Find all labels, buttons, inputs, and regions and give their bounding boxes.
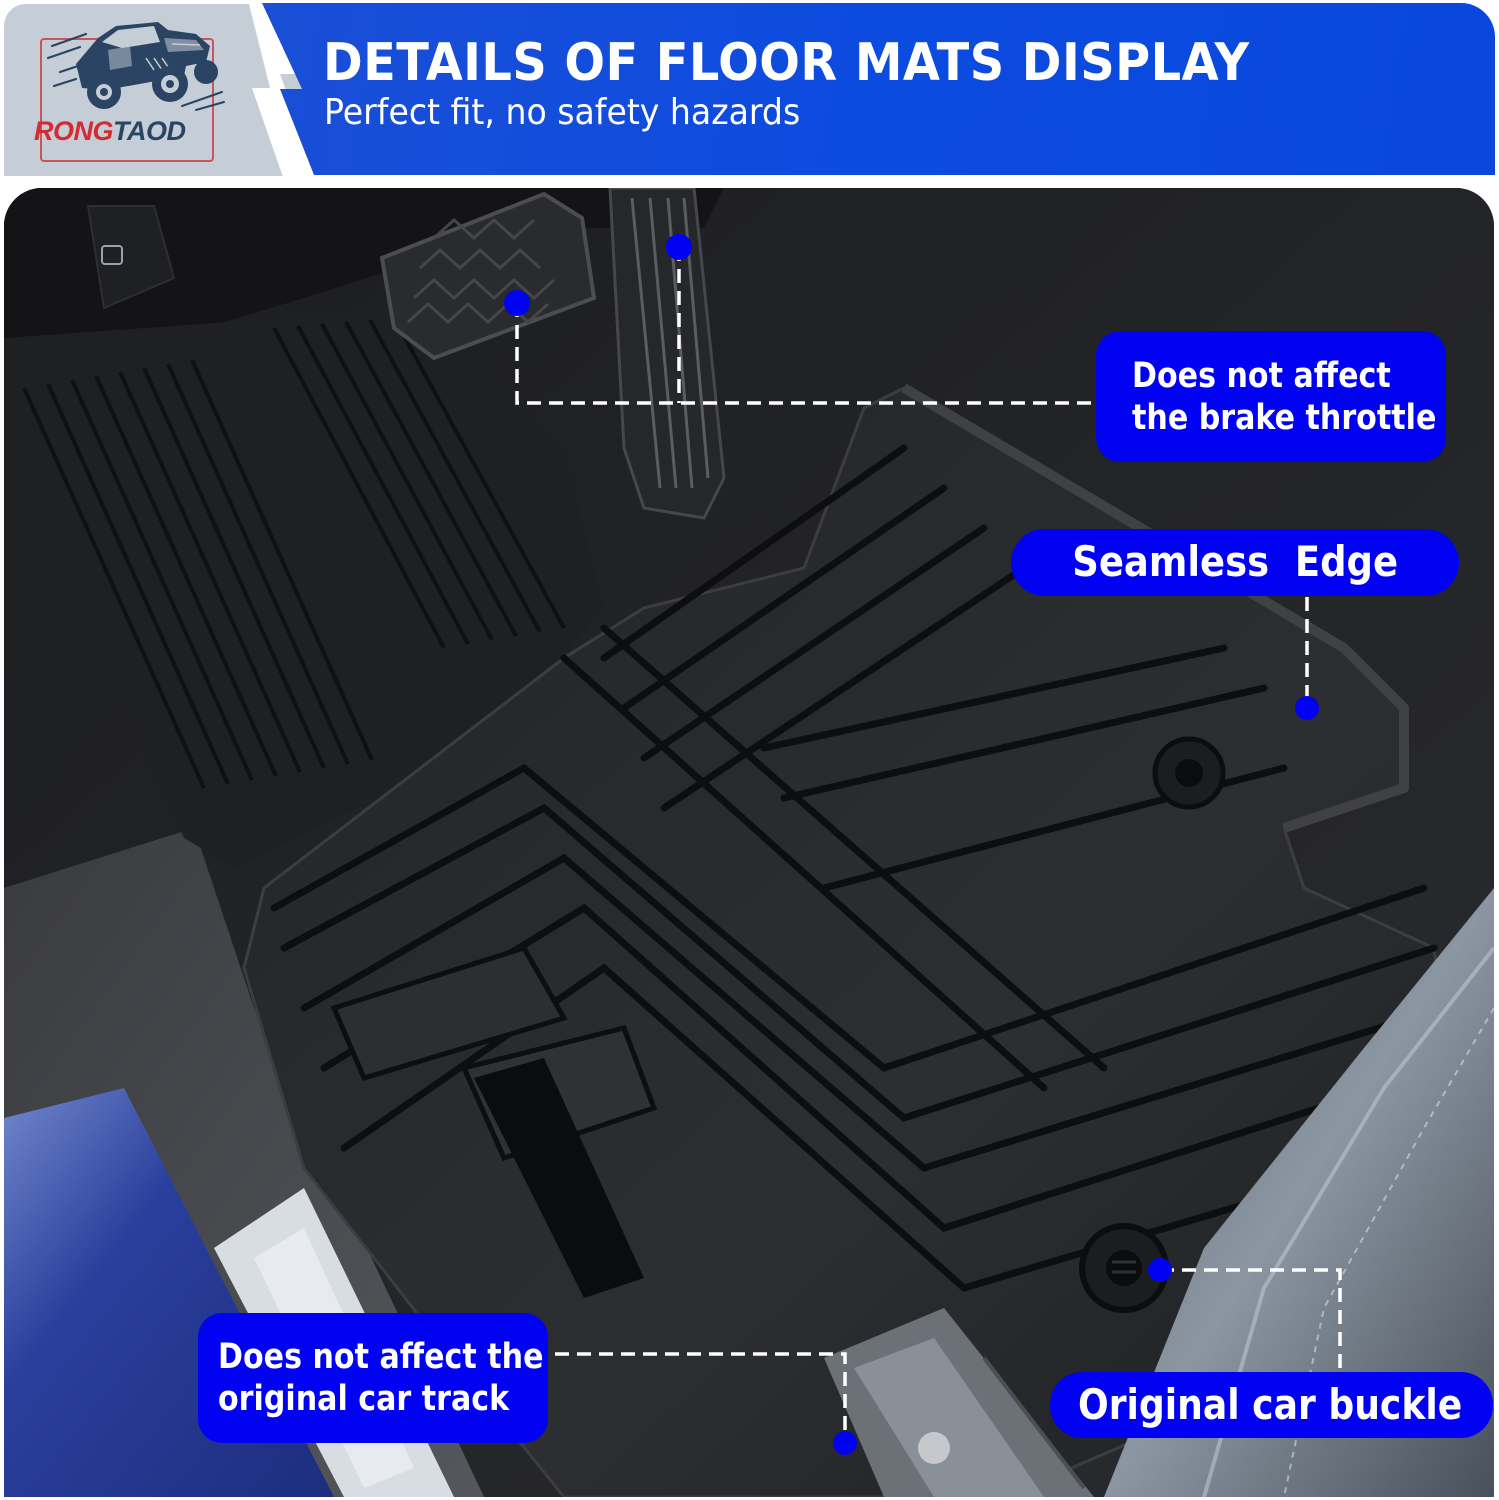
header-banner: RONGTAOD DETAILS OF FLOOR MATS DISPLAY P… bbox=[0, 0, 1499, 180]
brand-name-red: RONG bbox=[34, 116, 114, 146]
callout-car-buckle: Original car buckle bbox=[1050, 1372, 1493, 1438]
fuel-door-icon bbox=[101, 245, 123, 265]
jeep-offroad-vehicle-icon bbox=[46, 22, 225, 111]
callout-seamless-edge: Seamless Edge bbox=[1011, 529, 1459, 596]
callout-brake-line-2: the brake throttle bbox=[1132, 397, 1437, 438]
callout-track-line-1: Does not affect the bbox=[218, 1337, 544, 1377]
title-banner bbox=[262, 3, 1495, 175]
mat-clip-lower bbox=[1079, 1223, 1169, 1313]
callout-brake-throttle: Does not affect the brake throttle bbox=[1096, 331, 1446, 462]
callout-edge-line-1: Seamless Edge bbox=[1072, 537, 1398, 587]
callout-buckle-line-1: Original car buckle bbox=[1078, 1379, 1463, 1429]
mat-clip-upper bbox=[1152, 736, 1226, 810]
brand-logo-text: RONGTAOD bbox=[34, 116, 186, 147]
callout-brake-line-1: Does not affect bbox=[1132, 355, 1391, 396]
callout-car-track: Does not affect the original car track bbox=[198, 1313, 548, 1443]
callout-track-line-2: original car track bbox=[218, 1379, 510, 1419]
brand-name-navy: TAOD bbox=[113, 116, 186, 146]
page-subtitle: Perfect fit, no safety hazards bbox=[324, 92, 801, 133]
page-title: DETAILS OF FLOOR MATS DISPLAY bbox=[323, 33, 1250, 93]
